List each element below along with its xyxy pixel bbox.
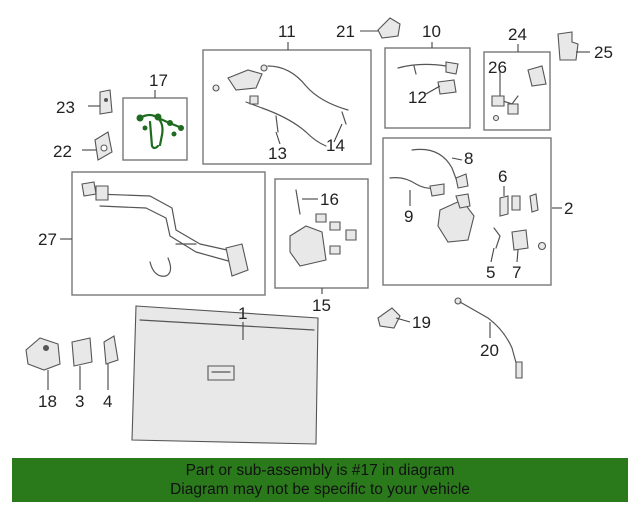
banner-line-1: Part or sub-assembly is #17 in diagram: [185, 462, 455, 479]
callout-19: 19: [412, 313, 431, 332]
callout-25: 25: [594, 43, 613, 62]
callout-5: 5: [486, 263, 495, 282]
group-box-27: [71, 171, 266, 296]
callout-16: 16: [320, 190, 339, 209]
callout-22: 22: [53, 142, 72, 161]
switch-part-24: [491, 65, 547, 122]
callout-11: 11: [278, 22, 296, 41]
callout-12: 12: [408, 88, 427, 107]
callout-7: 7: [512, 263, 521, 282]
cable-part-20: [454, 297, 523, 379]
harness-part-27: [81, 181, 249, 277]
bracket-part-22: [94, 131, 113, 161]
group-box-2: [382, 137, 552, 286]
part-18: [25, 337, 61, 371]
callout-20: 20: [480, 341, 499, 360]
callout-2: 2: [564, 199, 573, 218]
leader-lines: [47, 30, 590, 390]
group-box-17[interactable]: [122, 97, 188, 161]
part-4: [103, 335, 119, 365]
callout-17[interactable]: 17: [149, 71, 168, 90]
callout-4: 4: [103, 392, 112, 411]
callout-26: 26: [488, 58, 507, 77]
callout-8: 8: [464, 149, 473, 168]
callout-18: 18: [38, 392, 57, 411]
part-3: [71, 337, 93, 367]
callout-24: 24: [508, 25, 527, 44]
callout-3: 3: [75, 392, 84, 411]
group-box-11: [202, 49, 372, 165]
callout-13: 13: [268, 144, 287, 163]
callout-10: 10: [422, 22, 441, 41]
callout-15: 15: [312, 296, 331, 315]
tailgate-part-1: [131, 305, 319, 445]
group-box-24: [483, 51, 551, 131]
bracket-part-23: [99, 89, 113, 115]
bracket-part-25: [557, 31, 579, 61]
callout-14: 14: [326, 136, 345, 155]
group-box-10: [384, 47, 471, 129]
callout-9: 9: [404, 207, 413, 226]
wiring-harness-part-17[interactable]: [136, 113, 185, 150]
callout-6: 6: [498, 167, 507, 186]
bracket-part-21: [377, 17, 401, 39]
callout-23: 23: [56, 98, 75, 117]
banner-line-2: Diagram may not be specific to your vehi…: [170, 481, 470, 498]
callout-27: 27: [38, 230, 57, 249]
latch-assembly-part-2: [389, 148, 547, 251]
rod-part-10: [397, 61, 459, 95]
callout-21: 21: [336, 22, 355, 41]
latch-part-15: [289, 189, 357, 267]
info-banner: Part or sub-assembly is #17 in diagram D…: [12, 458, 628, 502]
rod-assembly-part-11: [212, 64, 349, 147]
part-19: [377, 307, 401, 329]
callout-1: 1: [238, 304, 247, 323]
